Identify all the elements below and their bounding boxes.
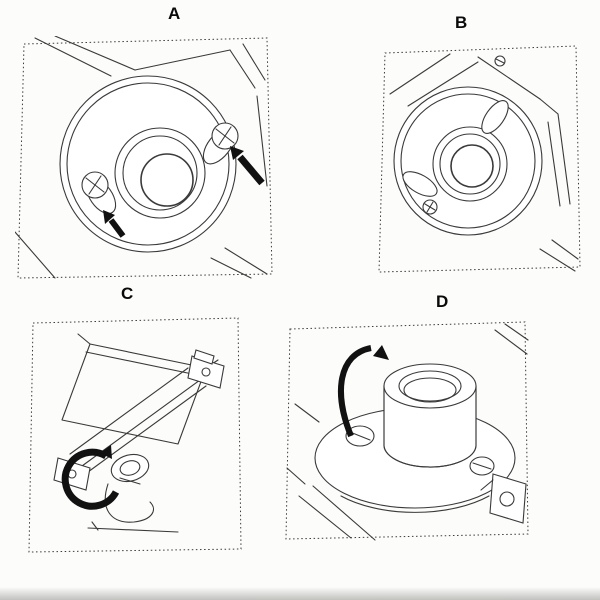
panel-b xyxy=(378,44,584,274)
machine-body-lines xyxy=(15,36,268,279)
panel-b-drawing xyxy=(378,45,581,273)
rotation-arrow-icon xyxy=(337,345,389,438)
tilted-plate-frame xyxy=(61,333,219,445)
panel-c xyxy=(28,316,244,556)
panel-d xyxy=(285,320,531,544)
bobbin-cylinder xyxy=(110,453,150,485)
scan-artifact-strip xyxy=(0,587,600,600)
upper-bracket xyxy=(187,349,225,389)
machine-body-lines xyxy=(286,323,529,541)
panel-c-label: C xyxy=(121,284,134,303)
small-screw-icon xyxy=(422,199,438,215)
left-screw-icon xyxy=(345,425,375,447)
center-boss xyxy=(432,126,508,202)
center-boss xyxy=(114,127,206,219)
left-screw-slot xyxy=(402,171,438,197)
top-screw-slot xyxy=(481,100,509,134)
mount-bracket xyxy=(480,473,527,524)
right-pointer-arrow-icon xyxy=(230,146,265,186)
panel-c-border xyxy=(28,317,242,553)
panel-c-drawing xyxy=(28,317,242,553)
panel-a xyxy=(15,36,280,282)
panel-b-label: B xyxy=(455,13,468,32)
screw-slots xyxy=(402,100,509,197)
machine-body-lines xyxy=(389,53,579,272)
right-screw-icon xyxy=(211,122,239,150)
left-screw-icon xyxy=(81,171,109,199)
panel-b-border xyxy=(378,45,581,273)
panel-a-drawing xyxy=(15,36,273,279)
right-screw-icon xyxy=(469,456,495,476)
mounting-flange xyxy=(393,86,543,236)
panel-d-drawing xyxy=(285,321,529,541)
left-pointer-arrow-icon xyxy=(103,210,126,238)
arm-screw-icon xyxy=(494,55,506,67)
panel-d-label: D xyxy=(436,292,449,311)
panel-a-label: A xyxy=(168,4,181,23)
hub-cylinder xyxy=(383,363,477,468)
rotation-arrow-icon xyxy=(61,445,120,510)
